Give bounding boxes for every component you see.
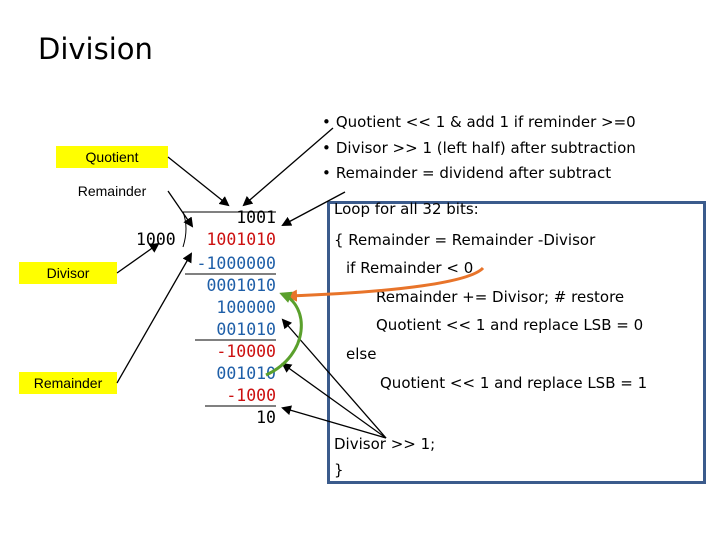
algo-line-lsb1: Quotient << 1 and replace LSB = 1 xyxy=(380,374,648,392)
arrow-note-quotient xyxy=(242,127,334,207)
algo-line-subtract: { Remainder = Remainder -Divisor xyxy=(334,231,596,249)
bullet-remainder: Remainder = dividend after subtract xyxy=(322,161,636,187)
bullet-notes: Quotient << 1 & add 1 if reminder >=0 Di… xyxy=(322,110,636,187)
algo-line-close: } xyxy=(334,461,344,479)
bullet-divisor: Divisor >> 1 (left half) after subtracti… xyxy=(322,136,636,162)
division-row-1: -1000000 xyxy=(196,254,276,273)
bullet-quotient: Quotient << 1 & add 1 if reminder >=0 xyxy=(322,110,636,136)
division-row-8: 10 xyxy=(256,408,276,427)
division-row-6: 001010 xyxy=(216,364,276,383)
arrow-quotient xyxy=(167,156,230,207)
algo-line-lsb0: Quotient << 1 and replace LSB = 0 xyxy=(376,316,644,334)
algo-line-loop: Loop for all 32 bits: xyxy=(334,200,479,218)
remainder-bottom-label: Remainder xyxy=(19,372,117,394)
division-row-3: 100000 xyxy=(216,298,276,317)
division-row-4: 001010 xyxy=(216,320,276,339)
divisor-digits: 1000 xyxy=(136,230,176,249)
remainder-top-label: Remainder xyxy=(56,180,168,202)
algo-line-restore: Remainder += Divisor; # restore xyxy=(376,288,625,306)
dividend-digits: 1001010 xyxy=(206,230,276,249)
algo-line-shift: Divisor >> 1; xyxy=(334,435,436,453)
divisor-label: Divisor xyxy=(19,262,117,284)
division-row-7: -1000 xyxy=(226,386,276,405)
algo-line-else: else xyxy=(346,345,377,363)
algo-line-if: if Remainder < 0 xyxy=(346,259,474,277)
division-row-5: -10000 xyxy=(216,342,276,361)
slide-title: Division xyxy=(38,32,153,66)
quotient-digits: 1001 xyxy=(236,208,276,227)
division-row-2: 0001010 xyxy=(206,276,276,295)
quotient-label: Quotient xyxy=(56,146,168,168)
